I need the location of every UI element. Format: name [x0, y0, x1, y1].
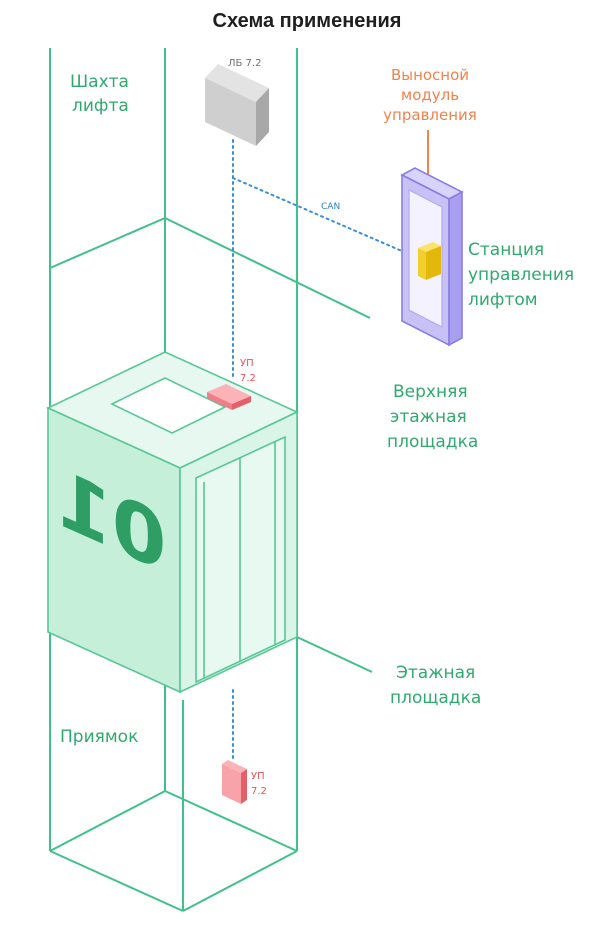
svg-text:Этажная: Этажная — [396, 663, 475, 683]
can-bus-lines — [232, 139, 419, 761]
up-top-device — [207, 384, 251, 410]
station-label: Станция управления лифтом — [468, 240, 574, 310]
svg-text:Станция: Станция — [468, 240, 544, 260]
svg-text:лифта: лифта — [72, 96, 129, 116]
svg-text:7.2: 7.2 — [240, 373, 256, 384]
up-top-label: УП 7.2 — [240, 358, 256, 384]
svg-text:площадка: площадка — [390, 688, 481, 708]
svg-text:площадка: площадка — [387, 432, 478, 452]
elevator-cabin — [46, 351, 299, 694]
svg-text:этажная: этажная — [390, 407, 467, 427]
remote-module-device — [418, 242, 441, 280]
svg-text:лифтом: лифтом — [468, 290, 538, 310]
upper-landing-label: Верхняя этажная площадка — [387, 382, 478, 452]
shaft-label: Шахта лифта — [70, 72, 129, 116]
svg-text:7.2: 7.2 — [251, 786, 267, 797]
svg-text:УП: УП — [251, 771, 265, 782]
diagram-title: Схема применения — [213, 10, 402, 32]
control-station — [400, 167, 464, 347]
lb-device — [205, 64, 269, 146]
lb-label: ЛБ 7.2 — [228, 58, 261, 69]
svg-text:УП: УП — [240, 358, 254, 369]
svg-text:Шахта: Шахта — [70, 72, 129, 92]
svg-text:модуль: модуль — [401, 86, 459, 104]
up-bottom-label: УП 7.2 — [251, 771, 267, 797]
pit-label: Приямок — [60, 727, 138, 747]
svg-text:Выносной: Выносной — [391, 66, 469, 84]
svg-text:управления: управления — [383, 106, 477, 124]
svg-text:управления: управления — [468, 265, 574, 285]
up-bottom-device — [222, 760, 247, 804]
landing-label: Этажная площадка — [390, 663, 481, 708]
can-label: CAN — [321, 202, 340, 212]
remote-module-label: Выносной модуль управления — [383, 66, 477, 124]
svg-text:Верхняя: Верхняя — [393, 382, 468, 402]
